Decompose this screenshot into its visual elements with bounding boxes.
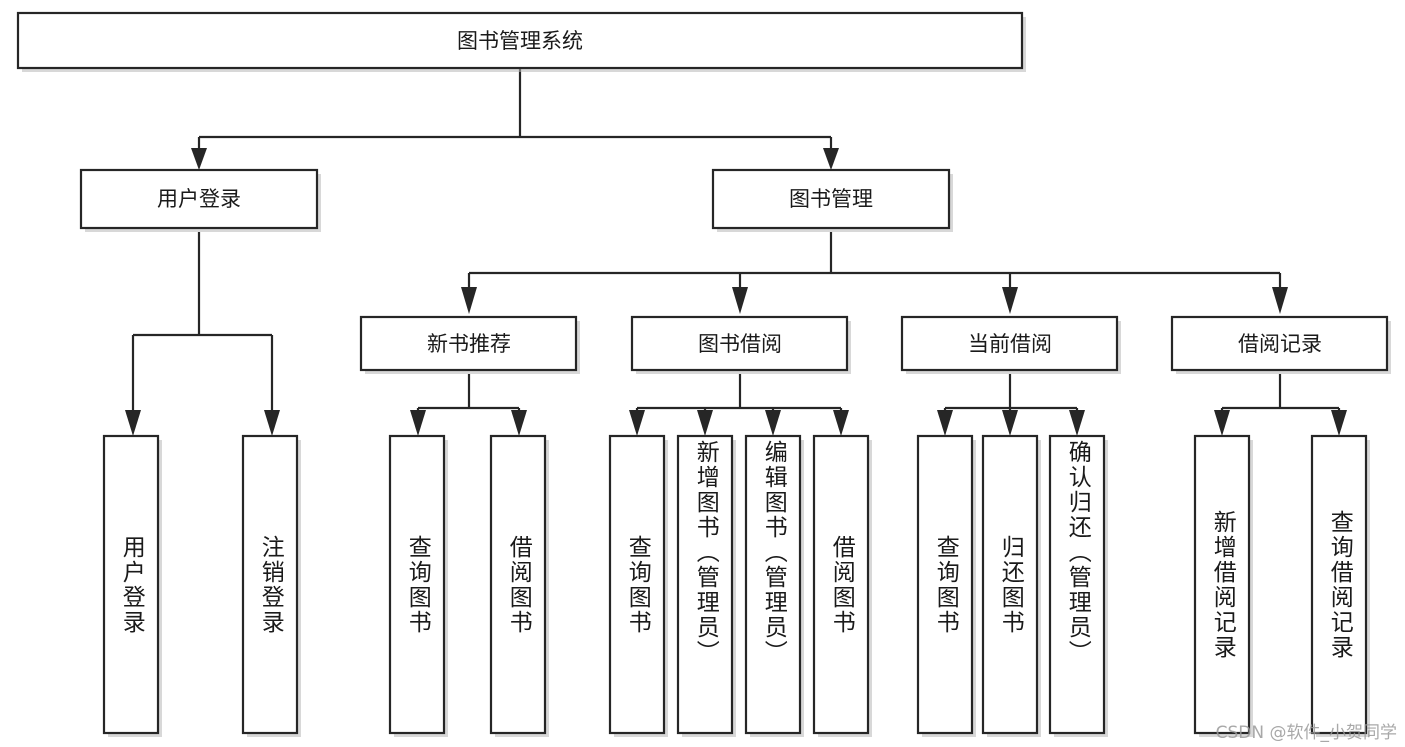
node-new-book-rec[interactable]: 新书推荐 bbox=[359, 315, 580, 374]
leaf-confirm-return-box[interactable] bbox=[1048, 434, 1106, 735]
leaf-add-record-box[interactable] bbox=[1193, 434, 1251, 735]
leaf-box-layer bbox=[102, 434, 1370, 737]
arrow-head-leaf-return-book bbox=[1002, 410, 1018, 436]
arrow-head-leaf-query-book-1 bbox=[410, 410, 426, 436]
leaf-user-login-box[interactable] bbox=[102, 434, 160, 735]
node-current-borrow[interactable]: 当前借阅 bbox=[900, 315, 1121, 374]
arrow-head-book-borrow bbox=[732, 287, 748, 314]
arrow-head-leaf-borrow-book-1 bbox=[511, 410, 527, 436]
arrow-head-borrow-record bbox=[1272, 287, 1288, 314]
arrow-head-leaf-borrow-book-2 bbox=[833, 410, 849, 436]
leaf-query-book-3-box[interactable] bbox=[916, 434, 974, 735]
connector-layer bbox=[125, 68, 1347, 436]
node-current-borrow-box[interactable] bbox=[900, 315, 1119, 372]
node-root-box[interactable] bbox=[16, 11, 1024, 70]
arrow-head-current-borrow bbox=[1002, 287, 1018, 314]
node-new-book-rec-label: 新书推荐 bbox=[427, 332, 511, 356]
node-root-label: 图书管理系统 bbox=[457, 29, 583, 53]
arrow-head-leaf-edit-book bbox=[765, 410, 781, 436]
node-book-manage-label: 图书管理 bbox=[789, 187, 873, 211]
node-user-login[interactable]: 用户登录 bbox=[79, 168, 321, 232]
arrow-head-leaf-query-book-2 bbox=[629, 410, 645, 436]
arrow-head-leaf-logout bbox=[264, 410, 280, 436]
leaf-return-book-box[interactable] bbox=[981, 434, 1039, 735]
leaf-edit-book-box[interactable] bbox=[744, 434, 802, 735]
node-root[interactable]: 图书管理系统 bbox=[16, 11, 1026, 72]
arrow-head-leaf-user-login bbox=[125, 410, 141, 436]
node-user-login-box[interactable] bbox=[79, 168, 319, 230]
node-book-manage-box[interactable] bbox=[711, 168, 951, 230]
leaf-borrow-book-1-box[interactable] bbox=[489, 434, 547, 735]
arrow-head-leaf-query-record bbox=[1331, 410, 1347, 436]
node-book-borrow-box[interactable] bbox=[630, 315, 849, 372]
node-borrow-record-box[interactable] bbox=[1170, 315, 1389, 372]
leaf-add-book-box[interactable] bbox=[676, 434, 734, 735]
leaf-logout-box[interactable] bbox=[241, 434, 299, 735]
arrow-head-user-login bbox=[191, 148, 207, 170]
leaf-borrow-book-2-box[interactable] bbox=[812, 434, 870, 735]
leaf-query-book-1-box[interactable] bbox=[388, 434, 446, 735]
arrow-head-leaf-add-book bbox=[697, 410, 713, 436]
leaf-query-book-2-box[interactable] bbox=[608, 434, 666, 735]
node-borrow-record[interactable]: 借阅记录 bbox=[1170, 315, 1391, 374]
arrow-head-book-manage bbox=[823, 148, 839, 170]
node-user-login-label: 用户登录 bbox=[157, 187, 241, 211]
arrow-head-leaf-query-book-3 bbox=[937, 410, 953, 436]
node-new-book-rec-box[interactable] bbox=[359, 315, 578, 372]
node-book-manage[interactable]: 图书管理 bbox=[711, 168, 953, 232]
node-current-borrow-label: 当前借阅 bbox=[968, 332, 1052, 356]
arrow-head-leaf-confirm-return bbox=[1069, 410, 1085, 436]
leaf-query-record-box[interactable] bbox=[1310, 434, 1368, 735]
arrow-head-leaf-add-record bbox=[1214, 410, 1230, 436]
node-book-borrow-label: 图书借阅 bbox=[698, 332, 782, 356]
arrow-head-new-book-rec bbox=[461, 287, 477, 314]
node-borrow-record-label: 借阅记录 bbox=[1238, 332, 1322, 356]
node-book-borrow[interactable]: 图书借阅 bbox=[630, 315, 851, 374]
